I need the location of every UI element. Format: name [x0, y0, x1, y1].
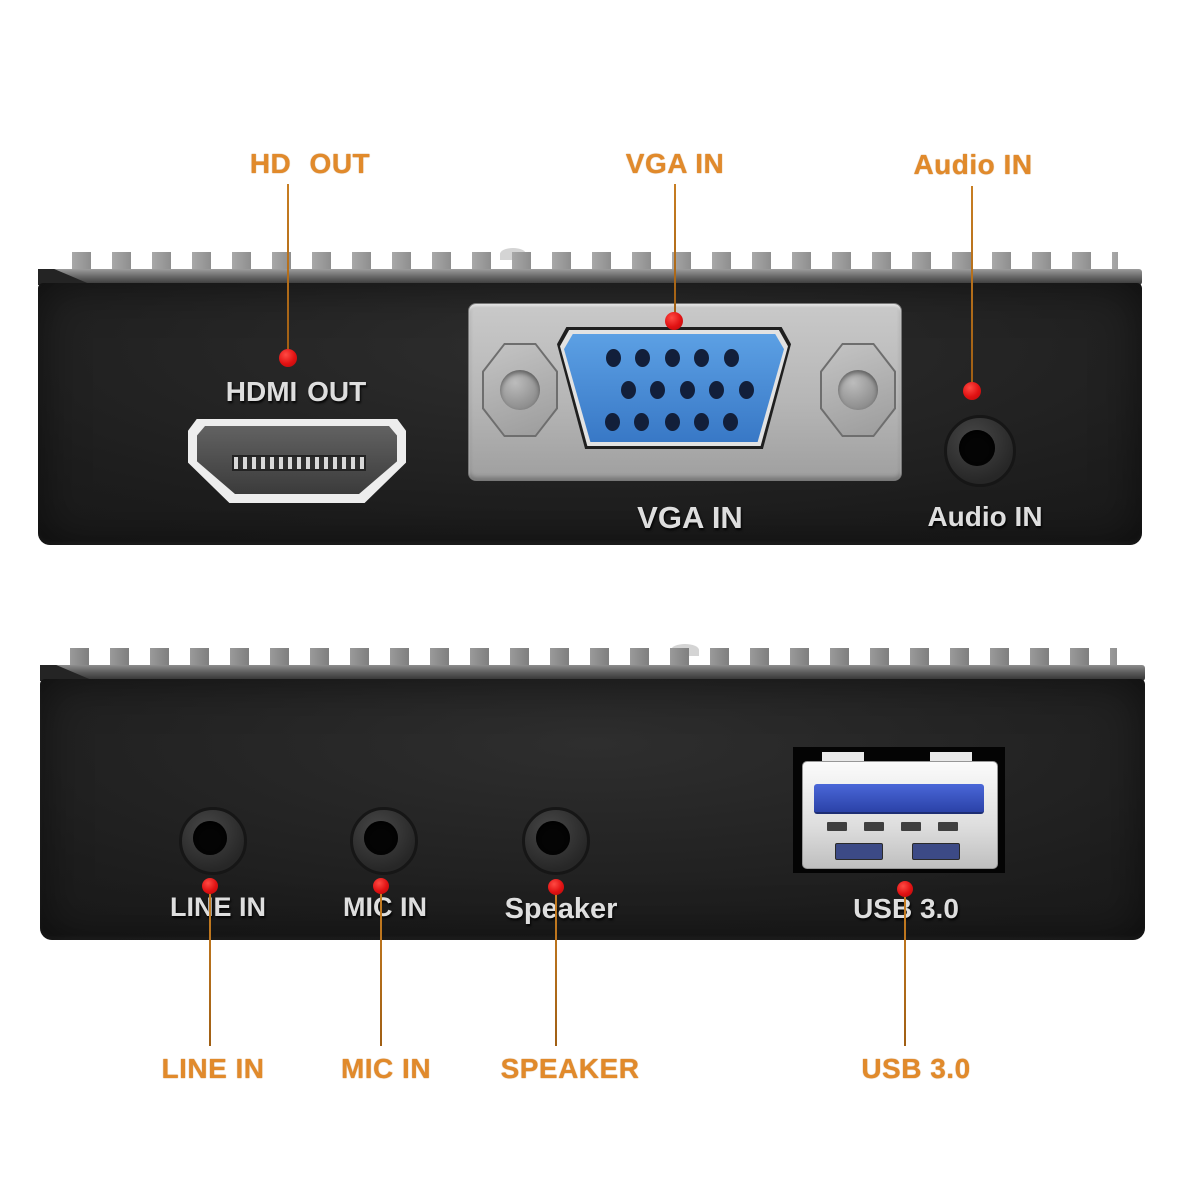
vga-pin-hole — [620, 381, 636, 399]
mic-in-jack-hole — [364, 821, 398, 855]
vga-pin-hole — [693, 413, 709, 431]
speaker-callout-label: SPEAKER — [500, 1053, 640, 1084]
vga-screw-hole-left — [500, 370, 540, 410]
audio-in-port-label: Audio IN — [927, 501, 1043, 532]
usb-notch — [912, 843, 960, 860]
vga-in-leader-line — [674, 184, 676, 314]
top-device-heatsink-teeth — [72, 252, 1118, 272]
vga-screw-post-left — [482, 343, 558, 437]
mic-in-port-label: MIC IN — [343, 892, 427, 922]
vga-in-locator-dot-icon — [665, 312, 683, 330]
vga-pin-hole — [723, 413, 738, 431]
audio-in-jack — [944, 415, 1016, 487]
speaker-locator-dot-icon — [548, 879, 564, 895]
line-in-port-label: LINE IN — [169, 892, 267, 922]
usb-contact — [827, 822, 847, 831]
vga-pin-hole — [635, 349, 650, 367]
vga-in-callout-label: VGA IN — [625, 148, 725, 179]
usb-contact — [938, 822, 958, 831]
vga-in-port-label: VGA IN — [637, 500, 743, 535]
usb-port-tongue — [814, 784, 984, 814]
hd-out-leader-line — [287, 184, 289, 352]
usb-notch — [835, 843, 883, 860]
vga-pin-hole — [694, 349, 709, 367]
hdmi-out-port-label: HDMI OUT — [225, 376, 367, 407]
speaker-leader-line — [555, 891, 557, 1046]
vga-pin-hole — [634, 413, 649, 431]
line-in-callout-label: LINE IN — [161, 1053, 265, 1084]
audio-in-locator-dot-icon — [963, 382, 981, 400]
audio-in-leader-line — [971, 186, 973, 384]
vga-pin-hole — [709, 381, 724, 399]
vga-screw-hole-right — [838, 370, 878, 410]
vga-pin-hole — [723, 349, 739, 367]
usb-contact — [901, 822, 921, 831]
usb-callout-label: USB 3.0 — [861, 1053, 971, 1084]
vga-pin-hole — [605, 349, 621, 367]
vga-screw-post-right — [820, 343, 896, 437]
usb-port — [802, 761, 998, 869]
hdmi-port-pins — [232, 455, 366, 471]
vga-pin-hole — [664, 349, 680, 367]
line-in-jack-hole — [193, 821, 227, 855]
usb-contact — [864, 822, 884, 831]
line-in-leader-line — [209, 890, 211, 1046]
mic-in-locator-dot-icon — [373, 878, 389, 894]
hd-out-callout-label: HD OUT — [249, 148, 371, 179]
usb-locator-dot-icon — [897, 881, 913, 897]
mic-in-callout-label: MIC IN — [340, 1053, 432, 1084]
audio-in-jack-hole — [959, 430, 995, 466]
vga-pin-hole — [664, 413, 680, 431]
line-in-locator-dot-icon — [202, 878, 218, 894]
speaker-port-label: Speaker — [504, 893, 618, 925]
mic-in-leader-line — [380, 890, 382, 1046]
audio-in-callout-label: Audio IN — [913, 149, 1033, 180]
vga-pin-hole — [604, 413, 620, 431]
vga-pin-hole — [738, 381, 754, 399]
vga-pin-hole — [679, 381, 695, 399]
vga-pin-hole — [649, 381, 665, 399]
top-device-heatsink-band — [38, 269, 1142, 285]
speaker-jack-hole — [536, 821, 570, 855]
usb-port-label: USB 3.0 — [853, 893, 959, 924]
usb-leader-line — [904, 893, 906, 1046]
bottom-device-heatsink-teeth — [70, 648, 1117, 668]
bottom-device-heatsink-band — [40, 665, 1145, 681]
hd-out-locator-dot-icon — [279, 349, 297, 367]
